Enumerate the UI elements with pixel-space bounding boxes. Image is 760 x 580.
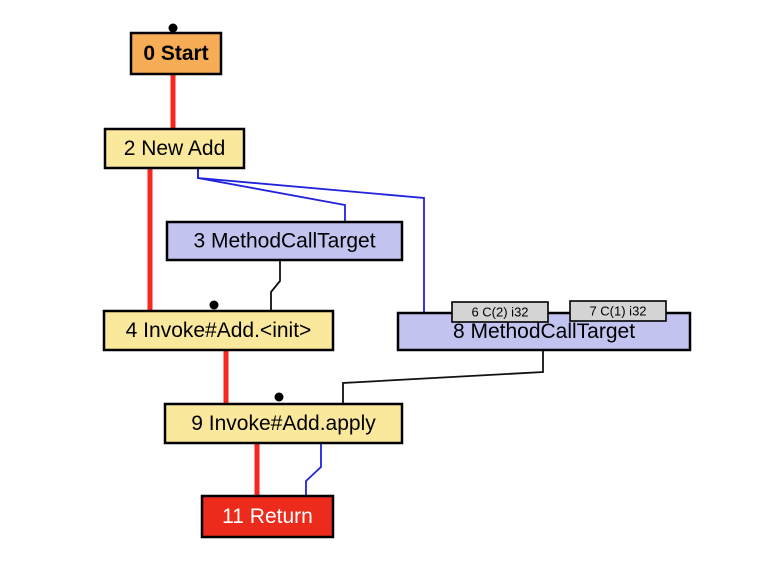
anchor-dot-0[interactable] <box>168 23 178 33</box>
node-box-4[interactable] <box>102 309 335 352</box>
anchor-dot-9[interactable] <box>274 392 284 402</box>
node-7-constant[interactable]: 7 C(1) i32 <box>569 300 667 322</box>
node-2-new[interactable]: 2 New Add <box>103 127 246 170</box>
node-box-11[interactable] <box>200 494 335 539</box>
node-label-2: 2 New Add <box>124 137 226 160</box>
node-box-6[interactable] <box>451 301 549 323</box>
edge-2-to-8-association[interactable] <box>197 168 425 313</box>
node-label-4: 4 Invoke#Add.<init> <box>126 319 312 342</box>
node-4-invoke[interactable]: 4 Invoke#Add.<init> <box>102 300 335 352</box>
node-box-7[interactable] <box>569 300 667 322</box>
edge-8-to-9-data[interactable] <box>342 350 544 404</box>
edge-9-to-11-association[interactable] <box>305 443 322 496</box>
node-label-7: 7 C(1) i32 <box>589 303 646 318</box>
node-label-11: 11 Return <box>222 505 313 528</box>
node-label-8: 8 MethodCallTarget <box>453 320 635 343</box>
edge-layer <box>147 74 544 496</box>
node-3-methodcalltarget[interactable]: 3 MethodCallTarget <box>165 220 404 262</box>
node-box-0[interactable] <box>129 31 223 76</box>
node-box-2[interactable] <box>103 127 246 170</box>
node-box-3[interactable] <box>165 220 404 262</box>
node-label-6: 6 C(2) i32 <box>471 304 528 319</box>
node-layer: 0 Start 2 New Add 3 MethodCallTarget 4 Invo… <box>102 23 692 539</box>
edge-3-to-4-data[interactable] <box>270 260 281 311</box>
node-box-9[interactable] <box>163 402 404 445</box>
node-0-start[interactable]: 0 Start <box>129 23 223 76</box>
anchor-dot-4[interactable] <box>209 300 219 310</box>
node-label-0: 0 Start <box>143 42 208 65</box>
node-label-9: 9 Invoke#Add.apply <box>191 412 376 435</box>
node-6-constant[interactable]: 6 C(2) i32 <box>451 301 549 323</box>
node-9-invoke[interactable]: 9 Invoke#Add.apply <box>163 392 404 445</box>
node-11-return[interactable]: 11 Return <box>200 494 335 539</box>
node-label-3: 3 MethodCallTarget <box>193 230 375 253</box>
